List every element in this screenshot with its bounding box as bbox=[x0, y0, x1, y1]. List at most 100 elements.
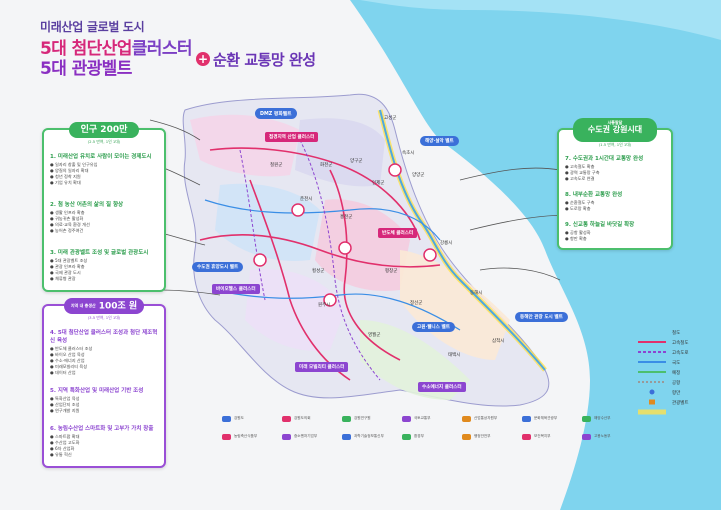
headline-prefix: 5대 bbox=[40, 39, 72, 59]
transport-panel: 사통팔달 수도권 강원시대 (1.5 만여, 1인 1대) 7. 수도권과 1시… bbox=[557, 118, 673, 250]
section-item: ● 체류형 관광 bbox=[50, 276, 76, 281]
transport-badge-sub: (1.5 만여, 1인 1대) bbox=[598, 142, 632, 147]
logo-icon bbox=[462, 434, 471, 440]
section-item: ● 기업 유치 확대 bbox=[50, 180, 81, 185]
section-item: ● 데이터 산업 bbox=[50, 370, 76, 375]
legend-swatch bbox=[638, 341, 666, 343]
logo-text: 행정안전부 bbox=[474, 434, 491, 438]
legend-label: 공항 bbox=[672, 381, 681, 386]
section-item: ● 순환철도 구축 bbox=[565, 200, 595, 205]
logo-text: 환경부 bbox=[414, 434, 424, 438]
section-item: ● 미래모빌리티 육성 bbox=[50, 364, 88, 369]
logo-text: 국토교통부 bbox=[414, 416, 431, 420]
headline-cluster: 클러스터 bbox=[131, 39, 193, 59]
cluster-label-8[interactable]: 고원·웰니스 벨트 bbox=[412, 322, 455, 332]
section-title: 9. 신교통 하늘길 바닷길 확장 bbox=[565, 222, 635, 228]
city-label: 강릉시 bbox=[440, 241, 453, 246]
city-label: 영월군 bbox=[368, 333, 381, 338]
legend-label: 고속철도 bbox=[672, 341, 689, 346]
section-item: ● 6차 산업화 bbox=[50, 446, 75, 451]
cluster-label-5[interactable]: 바이오헬스 클러스터 bbox=[212, 284, 260, 294]
logo-text: 산업통상자원부 bbox=[474, 416, 498, 420]
headline-line-2: 5대 관광벨트 bbox=[40, 59, 132, 79]
city-label: 화천군 bbox=[320, 163, 333, 168]
legend-swatch bbox=[638, 361, 666, 363]
section-item: ● 연구개발 지원 bbox=[50, 408, 80, 413]
population-badge-sub: (2.5 만여, 1인 1대) bbox=[87, 139, 121, 144]
section-item: ● 수소·에너지 산업 bbox=[50, 358, 85, 363]
cluster-label-1[interactable]: DMZ 평화벨트 bbox=[255, 108, 297, 119]
section-item: ● 도로망 확충 bbox=[565, 206, 591, 211]
legend-swatch bbox=[638, 381, 666, 383]
section-title: 1. 미래산업 유치로 사람이 모이는 경제도시 bbox=[50, 154, 152, 160]
city-label: 정선군 bbox=[410, 301, 423, 306]
section-item: ● 농어촌 정주여건 bbox=[50, 228, 84, 233]
city-label: 양구군 bbox=[350, 159, 363, 164]
city-label: 횡성군 bbox=[312, 269, 325, 274]
logo-text: 문화체육관광부 bbox=[534, 416, 558, 420]
city-label: 인제군 bbox=[372, 181, 385, 186]
city-label: 춘천시 bbox=[300, 197, 313, 202]
section-title: 3. 미래 관광벨트 조성 및 글로벌 관광도시 bbox=[50, 250, 149, 256]
sponsor-logos: 강원도 강원도의회 강원연구원 국토교통부 산업통상자원부 문화체육관광부 해양… bbox=[222, 414, 642, 474]
grdp-badge-value: 100조 원 bbox=[98, 301, 138, 312]
logo-icon bbox=[222, 416, 231, 422]
logo-text: 강원연구원 bbox=[354, 416, 371, 420]
logo-icon bbox=[402, 416, 411, 422]
city-label: 양양군 bbox=[412, 173, 425, 178]
cluster-label-6[interactable]: 반도체 클러스터 bbox=[378, 228, 418, 238]
section-item: ● 항만 확충 bbox=[565, 236, 587, 241]
logo-icon bbox=[342, 416, 351, 422]
logo-text: 해양수산부 bbox=[594, 416, 611, 420]
legend-swatch bbox=[638, 371, 666, 373]
poster-header: 미래산업 글로벌 도시 5대 첨단산업클러스터 5대 관광벨트 bbox=[40, 18, 370, 79]
logo-text: 고용노동부 bbox=[594, 434, 611, 438]
cluster-label-9[interactable]: 수소에너지 클러스터 bbox=[418, 382, 466, 392]
cluster-label-7[interactable]: 미래 모빌리티 클러스터 bbox=[295, 362, 349, 372]
section-item: ● 생활 인프라 확충 bbox=[50, 210, 85, 215]
population-badge: 인구 200만 bbox=[69, 122, 139, 138]
city-label: 고성군 bbox=[384, 116, 397, 121]
section-item: ● 5대 관광벨트 조성 bbox=[50, 258, 88, 263]
logo-icon bbox=[402, 434, 411, 440]
section-title: 2. 첨 농산 어촌의 삶의 질 향상 bbox=[50, 202, 124, 208]
legend-label: 철도 bbox=[672, 331, 681, 336]
section-item: ● 의료·교육 환경 개선 bbox=[50, 222, 90, 227]
poster-subtitle: 미래산업 글로벌 도시 bbox=[40, 20, 145, 34]
logo-text: 보건복지부 bbox=[534, 434, 551, 438]
section-item: ● 유통 혁신 bbox=[50, 452, 72, 457]
city-label: 삼척시 bbox=[492, 339, 505, 344]
logo-icon bbox=[582, 434, 591, 440]
port-icon bbox=[649, 399, 655, 405]
section-item: ● 광역 교통망 구축 bbox=[565, 170, 600, 175]
logo-icon bbox=[282, 416, 291, 422]
section-title: 6. 농림수산업 스마트화 및 고부가 가치 창출 bbox=[50, 426, 154, 432]
loop-title: 순환 교통망 완성 bbox=[213, 51, 316, 69]
legend-swatch bbox=[638, 409, 666, 415]
cluster-label-4[interactable]: 수도권 휴양도시 벨트 bbox=[192, 262, 244, 272]
cluster-label-2[interactable]: 접경지역 산업 클러스터 bbox=[265, 132, 319, 142]
section-item: ● 수산업 고도화 bbox=[50, 440, 80, 445]
transport-badge: 사통팔달 수도권 강원시대 bbox=[573, 118, 657, 142]
city-label: 태백시 bbox=[448, 353, 461, 358]
cluster-label-3[interactable]: 해양·설악 벨트 bbox=[420, 136, 459, 146]
transport-badge-small: 사통팔달 bbox=[607, 120, 623, 125]
city-label: 철원군 bbox=[270, 163, 283, 168]
city-label: 동해시 bbox=[470, 291, 483, 296]
legend-label: 고속도로 bbox=[672, 351, 689, 356]
section-title: 8. 내부순환 교통망 완성 bbox=[565, 192, 623, 198]
logo-icon bbox=[282, 434, 291, 440]
section-item: ● 바이오 산업 육성 bbox=[50, 352, 85, 357]
logo-text: 과학기술정보통신부 bbox=[354, 434, 384, 438]
section-title: 5. 지역 특화산업 및 미래산업 기반 조성 bbox=[50, 388, 144, 394]
logo-icon bbox=[462, 416, 471, 422]
section-item: ● 일자리 창출 및 인구유입 bbox=[50, 162, 98, 167]
headline-industry: 첨단산업 bbox=[71, 39, 133, 59]
logo-text: 중소벤처기업부 bbox=[294, 434, 318, 438]
cluster-label-10[interactable]: 동해안 관광 도시 벨트 bbox=[515, 312, 568, 322]
legend-label: 항만 bbox=[672, 391, 681, 396]
